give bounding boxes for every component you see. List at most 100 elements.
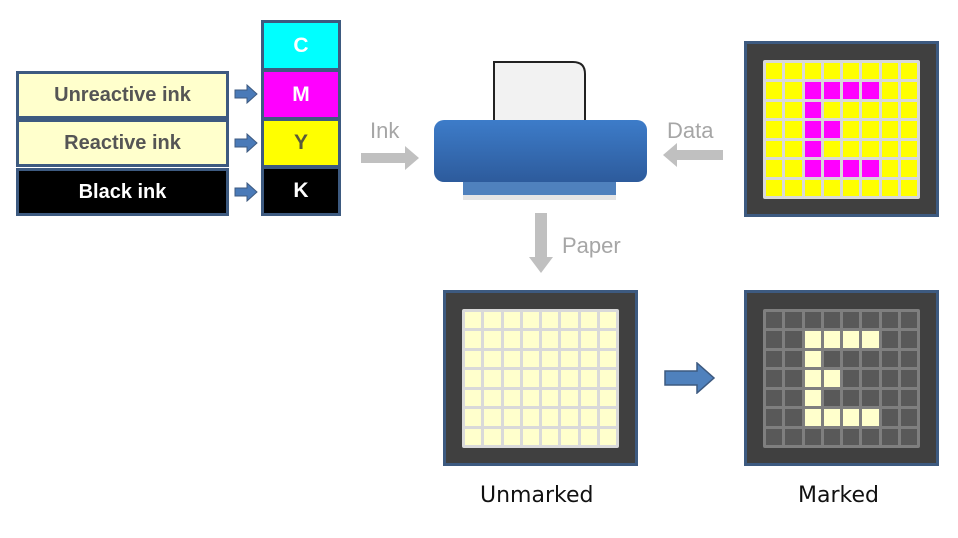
pixel-cell	[766, 428, 783, 445]
paper-flow-label: Paper	[562, 233, 621, 258]
pixel-cell	[766, 160, 783, 177]
pixel-cell	[465, 409, 482, 426]
pixel-cell-marked	[804, 409, 821, 426]
pixel-cell-marked	[804, 389, 821, 407]
pixel-cell	[766, 63, 783, 80]
pixel-cell	[823, 63, 840, 80]
pixel-cell	[881, 121, 898, 138]
pixel-cell	[843, 312, 860, 329]
pixel-cell	[804, 428, 821, 445]
pixel-cell	[465, 331, 482, 348]
pixel-cell	[503, 428, 520, 445]
pixel-cell	[900, 63, 917, 80]
pixel-cell	[785, 331, 802, 348]
unmarked-grid	[462, 309, 619, 448]
pixel-cell	[561, 389, 578, 407]
pixel-cell	[862, 370, 879, 387]
pixel-cell	[862, 312, 879, 329]
pixel-cell	[580, 331, 597, 348]
pixel-cell-marked	[823, 331, 840, 348]
pixel-cell	[561, 370, 578, 387]
paper-arrow-icon	[529, 213, 553, 273]
pixel-cell-marked	[843, 331, 860, 348]
pixel-cell	[843, 370, 860, 387]
pixel-cell	[900, 350, 917, 368]
pixel-cell	[881, 101, 898, 119]
pixel-cell	[766, 350, 783, 368]
pixel-cell	[900, 428, 917, 445]
pixel-cell	[785, 312, 802, 329]
pixel-cell	[804, 63, 821, 80]
pixel-cell-marked	[823, 370, 840, 387]
pixel-cell	[599, 350, 616, 368]
pixel-cell	[785, 63, 802, 80]
pixel-cell-marked	[503, 409, 520, 426]
pixel-cell	[785, 160, 802, 177]
pixel-cell	[465, 370, 482, 387]
marked-grid	[763, 309, 920, 448]
pixel-cell	[843, 389, 860, 407]
printer-base	[463, 180, 616, 195]
reactive-ink-label: Reactive ink	[64, 131, 181, 154]
pixel-cell	[522, 350, 539, 368]
pixel-cell	[484, 370, 501, 387]
pixel-cell	[881, 312, 898, 329]
pixel-cell	[881, 63, 898, 80]
pixel-cell	[900, 140, 917, 158]
pixel-cell	[465, 350, 482, 368]
pixel-cell	[484, 350, 501, 368]
pixel-cell	[785, 121, 802, 138]
pixel-cell-marked	[862, 409, 879, 426]
pixel-cell	[561, 350, 578, 368]
printer-paper	[493, 61, 586, 123]
pixel-cell	[843, 63, 860, 80]
pixel-cell	[881, 389, 898, 407]
pixel-cell	[542, 312, 559, 329]
pixel-cell	[900, 312, 917, 329]
pixel-cell	[823, 179, 840, 196]
unmarked-caption: Unmarked	[480, 483, 594, 508]
pixel-cell	[823, 389, 840, 407]
data-flow-label: Data	[667, 118, 714, 143]
pixel-cell	[599, 409, 616, 426]
pixel-cell-marked	[542, 409, 559, 426]
pixel-cell-marked	[522, 370, 539, 387]
cartridge-cyan: C	[261, 20, 341, 71]
reactive-ink-box: Reactive ink	[16, 119, 229, 167]
pixel-cell	[881, 350, 898, 368]
pixel-cell	[823, 140, 840, 158]
cartridge-letter: Y	[293, 131, 308, 154]
printer-icon	[434, 61, 647, 200]
pixel-cell-marked	[804, 370, 821, 387]
pixel-cell	[843, 140, 860, 158]
pixel-cell	[881, 179, 898, 196]
pixel-cell	[465, 389, 482, 407]
pixel-cell	[823, 428, 840, 445]
pixel-cell	[580, 312, 597, 329]
pixel-cell	[843, 101, 860, 119]
cartridge-black: K	[261, 166, 341, 216]
pixel-cell	[900, 409, 917, 426]
pixel-cell	[862, 121, 879, 138]
pixel-cell	[542, 389, 559, 407]
pixel-cell	[843, 179, 860, 196]
pixel-cell	[561, 312, 578, 329]
pixel-cell	[542, 370, 559, 387]
pixel-cell-marked	[503, 370, 520, 387]
black-ink-label: Black ink	[78, 180, 167, 203]
pixel-cell-marked	[804, 140, 821, 158]
pixel-cell	[599, 331, 616, 348]
pixel-cell	[766, 331, 783, 348]
pixel-cell	[804, 179, 821, 196]
pixel-cell-marked	[522, 409, 539, 426]
pixel-cell-marked	[522, 331, 539, 348]
pixel-cell	[823, 312, 840, 329]
cartridge-magenta: M	[261, 69, 341, 120]
pixel-cell	[900, 389, 917, 407]
pixel-cell-marked	[561, 331, 578, 348]
pixel-cell	[900, 82, 917, 99]
pixel-cell	[766, 389, 783, 407]
pixel-cell	[580, 350, 597, 368]
pixel-cell-marked	[862, 82, 879, 99]
pixel-cell	[580, 389, 597, 407]
